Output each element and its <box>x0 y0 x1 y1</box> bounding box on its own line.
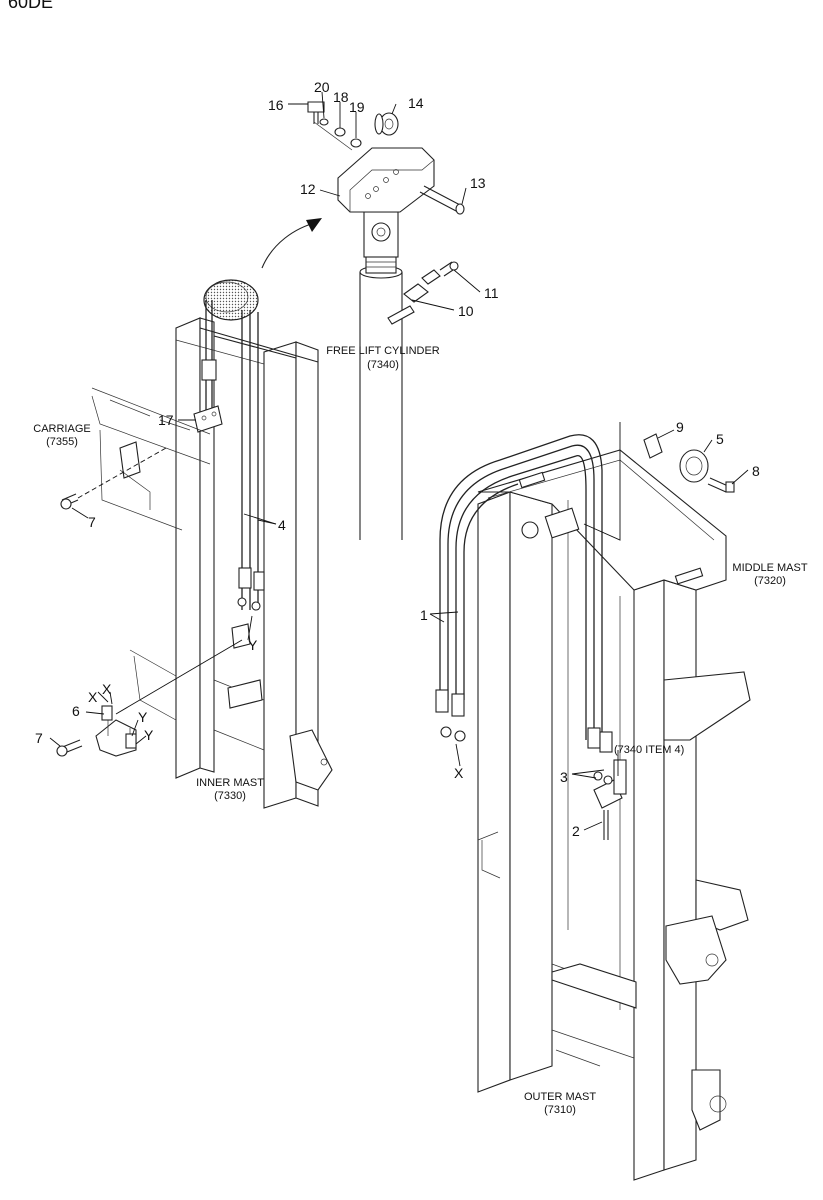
callout-19: 19 <box>349 99 365 115</box>
callout-7-bracket: 7 <box>35 730 43 746</box>
middle-mast-label: MIDDLE MAST <box>732 562 807 574</box>
callout-9: 9 <box>676 419 684 435</box>
middle-mast-code: (7320) <box>754 575 786 587</box>
leader-lines <box>49 91 749 831</box>
callout-10: 10 <box>458 303 474 319</box>
callout-14: 14 <box>408 95 424 111</box>
marker-x-hose-end: X <box>454 765 464 781</box>
callout-8: 8 <box>752 463 760 479</box>
detail-arrow <box>261 221 319 269</box>
callout-1: 1 <box>420 607 428 623</box>
outer-middle-mast-assembly <box>435 433 751 1181</box>
corner-title: 60DE <box>8 0 53 12</box>
marker-x-fitting-b: X <box>102 681 112 697</box>
inner-mast-assembly <box>56 279 333 809</box>
callout-7-carriage: 7 <box>88 514 96 530</box>
carriage-code: (7355) <box>46 436 78 448</box>
inner-mast-label: INNER MAST <box>196 777 264 789</box>
callout-5: 5 <box>716 431 724 447</box>
callout-20: 20 <box>314 79 330 95</box>
outer-mast-code: (7310) <box>544 1104 576 1116</box>
free-lift-cylinder-label: FREE LIFT CYLINDER <box>326 345 440 357</box>
callout-11: 11 <box>484 285 499 301</box>
marker-y-hose-end: Y <box>248 637 258 653</box>
callout-4: 4 <box>278 517 286 533</box>
carriage-label: CARRIAGE <box>33 423 90 435</box>
cylinder-item-reference: (7340 ITEM 4) <box>614 744 684 756</box>
detail-arrowhead <box>306 218 322 232</box>
callout-13: 13 <box>470 175 486 191</box>
free-lift-cylinder-code: (7340) <box>367 359 399 371</box>
callout-16: 16 <box>268 97 284 113</box>
marker-x-fitting-a: X <box>88 689 98 705</box>
inner-mast-code: (7330) <box>214 790 246 802</box>
marker-y-fitting-a: Y <box>138 709 148 725</box>
callout-18: 18 <box>333 89 349 105</box>
callout-2: 2 <box>572 823 580 839</box>
callout-3: 3 <box>560 769 568 785</box>
free-lift-cylinder-detail <box>307 101 465 540</box>
marker-y-fitting-b: Y <box>144 727 154 743</box>
hose-coil <box>203 279 259 321</box>
callout-12: 12 <box>300 181 316 197</box>
outer-mast-label: OUTER MAST <box>524 1091 596 1103</box>
callout-6: 6 <box>72 703 80 719</box>
callout-17: 17 <box>158 412 174 428</box>
